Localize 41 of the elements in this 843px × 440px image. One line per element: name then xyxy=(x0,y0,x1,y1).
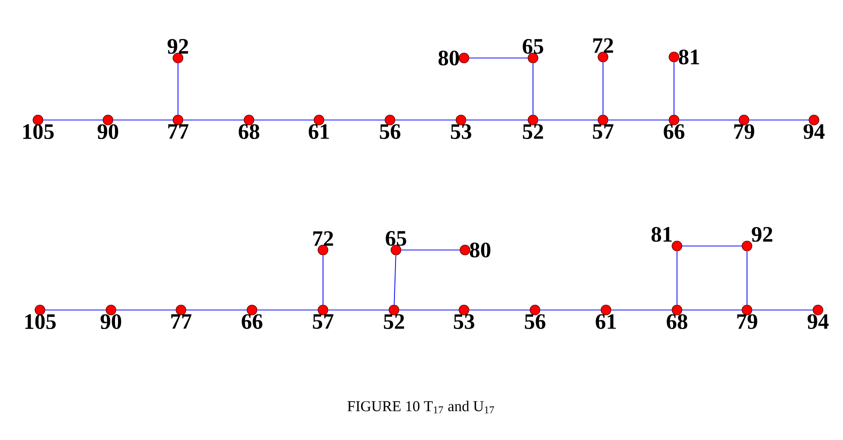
vertex-label: 66 xyxy=(242,314,262,329)
vertex-label: 72 xyxy=(313,231,334,246)
vertex-label: 56 xyxy=(380,124,400,139)
vertex-label: 68 xyxy=(238,124,260,140)
vertex-label: 65 xyxy=(522,39,544,54)
vertex-label: 92 xyxy=(168,39,188,54)
vertex-label: 105 xyxy=(25,314,56,330)
vertex-label: 77 xyxy=(171,314,192,329)
vertex-label: 66 xyxy=(664,124,684,139)
vertex-label: 77 xyxy=(168,124,188,139)
vertex-label: 90 xyxy=(98,124,118,140)
vertex-label: 61 xyxy=(596,314,616,329)
caption: FIGURE 10 T$_{17}$ and U$_{17}$ xyxy=(348,400,494,414)
vertex-label: 52 xyxy=(384,314,404,329)
vertex-label: 65 xyxy=(386,231,406,246)
vertex-label: 53 xyxy=(454,314,474,329)
vertex-label: 57 xyxy=(592,124,614,139)
vertex-label: 68 xyxy=(666,314,688,330)
edge-line xyxy=(676,250,678,306)
vertex-label: 56 xyxy=(524,314,546,329)
vertex-label: 61 xyxy=(308,124,329,139)
vertex-label: 80 xyxy=(470,242,490,258)
vertex-label: 94 xyxy=(804,124,825,139)
vertex-label: 53 xyxy=(450,124,472,139)
edge-line xyxy=(746,250,748,306)
edge-line xyxy=(602,62,604,116)
vertex-label: 52 xyxy=(522,124,544,139)
vertex-label: 72 xyxy=(593,38,614,53)
edge-line xyxy=(532,62,534,116)
edge-line xyxy=(394,254,396,306)
vertex-label: 94 xyxy=(808,314,829,329)
vertex-label: 81 xyxy=(652,226,672,242)
vertex-label: 79 xyxy=(737,314,758,329)
vertex-label: 57 xyxy=(312,314,334,329)
vertex-label: 81 xyxy=(678,50,700,64)
edge-line xyxy=(322,254,324,306)
vertex-label: 79 xyxy=(734,124,754,139)
vertex-label: 80 xyxy=(438,50,459,66)
vertex-label: 105 xyxy=(23,124,54,140)
vertex-label: 92 xyxy=(752,227,772,242)
vertex-label: 90 xyxy=(100,314,122,330)
